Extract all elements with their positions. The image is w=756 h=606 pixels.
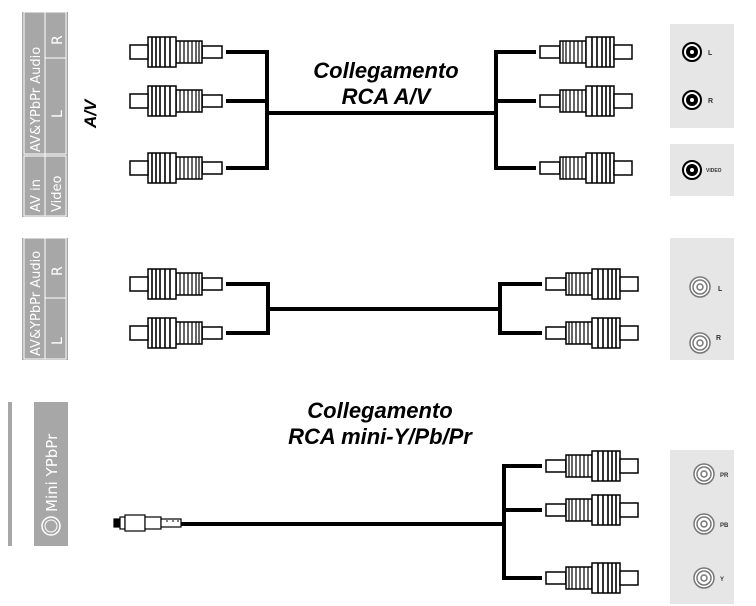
audio-section: AV&YPbPr Audio R L L R xyxy=(22,237,734,360)
rca-plug xyxy=(129,317,223,349)
jack-y-icon xyxy=(693,567,715,589)
audio-jack-r-label: R xyxy=(716,335,721,342)
ypbpr-title-line2: RCA mini-Y/Pb/Pr xyxy=(288,424,473,449)
ypbpr-cable xyxy=(181,464,542,580)
rca-plug xyxy=(129,36,223,68)
rca-plug xyxy=(129,85,223,117)
av-title-line1: Collegamento xyxy=(313,58,458,83)
av-jack-r-label: R xyxy=(708,98,713,105)
av-video-jack-box xyxy=(670,144,734,196)
audio-jack-l-label: L xyxy=(718,286,723,293)
jack-r-icon xyxy=(689,332,711,354)
av-audio-jack-box xyxy=(670,24,734,128)
av-panel-video: Video xyxy=(50,176,65,212)
audio-panel-r: R xyxy=(50,266,66,276)
rca-plug xyxy=(546,495,638,525)
jack-pr-icon xyxy=(693,463,715,485)
rca-plug xyxy=(129,268,223,300)
jack-l-icon xyxy=(689,276,711,298)
rca-plug xyxy=(540,153,632,183)
ypbpr-section: Mini YPbPr Collegamento RCA mini-Y/Pb/Pr… xyxy=(8,398,734,604)
jack-r-icon xyxy=(682,90,702,110)
jack-y-label: Y xyxy=(720,577,724,583)
av-jack-l-label: L xyxy=(708,50,713,57)
audio-panel-label: AV&YPbPr Audio xyxy=(29,251,44,356)
audio-cable xyxy=(226,282,542,335)
av-side-label: A/V xyxy=(81,98,100,129)
jack-video-icon xyxy=(682,160,702,180)
jack-pr-label: PR xyxy=(720,473,729,479)
rca-plug xyxy=(129,152,223,184)
av-title-line2: RCA A/V xyxy=(342,84,433,109)
ypbpr-panel-label: Mini YPbPr xyxy=(43,433,61,512)
av-panel-l: L xyxy=(50,110,66,118)
jack-l-icon xyxy=(682,42,702,62)
ypbpr-title-line1: Collegamento xyxy=(307,398,452,423)
rca-plug xyxy=(540,37,632,67)
ypbpr-panel xyxy=(34,402,68,546)
rca-plug xyxy=(546,269,638,299)
jack-pb-icon xyxy=(693,513,715,535)
rca-plug xyxy=(546,451,638,481)
rca-plug xyxy=(540,86,632,116)
av-panel-avin: AV in xyxy=(29,179,44,212)
av-section: AV&YPbPr Audio R L AV in Video A/V Colle… xyxy=(22,11,734,217)
jack-pb-label: PB xyxy=(720,523,729,529)
mini-jack-plug xyxy=(113,514,182,532)
rca-plug xyxy=(546,563,638,593)
av-panel-audio-label: AV&YPbPr Audio xyxy=(29,47,44,152)
av-cable xyxy=(226,50,536,170)
rca-plug xyxy=(546,318,638,348)
audio-panel-l: L xyxy=(50,337,66,345)
av-panel-r: R xyxy=(50,35,66,45)
av-jack-video-label: VIDEO xyxy=(706,168,722,174)
mini-jack-icon xyxy=(41,516,61,536)
